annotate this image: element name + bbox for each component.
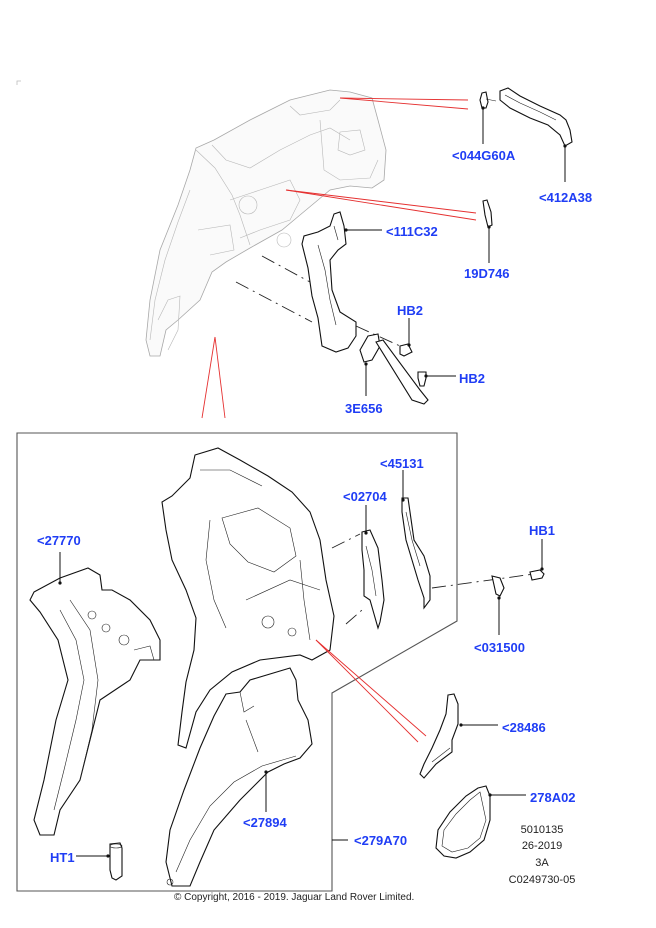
callout-hb1[interactable]: HB1	[529, 523, 556, 538]
corner-mark	[16, 80, 21, 85]
callout-45131[interactable]: <45131	[380, 456, 424, 471]
callout-ht1[interactable]: HT1	[50, 850, 75, 865]
part-27770	[29, 552, 161, 836]
part-3E656	[359, 333, 429, 405]
callout-28486[interactable]: <28486	[502, 720, 546, 735]
callout-line-red	[285, 189, 477, 221]
callout-line-red	[315, 639, 427, 737]
callout-044G60A[interactable]: <044G60A	[452, 148, 516, 163]
reference-revision: 3A	[535, 857, 549, 869]
assembly-line	[345, 609, 363, 625]
callout-line-red	[285, 189, 477, 214]
bolt-hb2-top	[399, 318, 413, 357]
part-111C32	[301, 211, 382, 353]
callout-031500[interactable]: <031500	[474, 640, 525, 655]
assembly-line	[331, 533, 361, 549]
callout-line-red	[339, 97, 469, 101]
callout-line-red	[201, 336, 216, 419]
part-031500	[491, 575, 505, 635]
assembly-line	[261, 255, 311, 283]
assembly-line	[235, 281, 313, 323]
callout-hb2-top[interactable]: HB2	[397, 303, 424, 318]
body-side-ghost-assembly	[145, 89, 387, 357]
reference-date: 26-2019	[521, 840, 563, 852]
copyright-notice: © Copyright, 2016 - 2019. Jaguar Land Ro…	[174, 892, 415, 903]
callout-line-red	[315, 639, 419, 743]
bolt-hb2-side	[417, 371, 456, 387]
callout-02704[interactable]: <02704	[343, 489, 387, 504]
part-ht1	[76, 842, 123, 881]
part-body-side-inner	[161, 447, 335, 749]
part-19D746	[482, 199, 493, 263]
reference-drawing-id: C0249730-05	[508, 874, 576, 886]
bolt-hb1	[529, 539, 545, 581]
callout-19D746[interactable]: 19D746	[464, 266, 510, 281]
callout-111C32[interactable]: <111C32	[386, 224, 438, 239]
part-28486	[419, 693, 498, 779]
callout-line-red	[339, 97, 469, 110]
callout-278A02[interactable]: 278A02	[530, 790, 576, 805]
callout-line-red	[214, 336, 226, 419]
callout-3E656[interactable]: 3E656	[345, 401, 383, 416]
part-45131	[401, 470, 431, 610]
part-27894	[165, 667, 313, 887]
callout-27894[interactable]: <27894	[243, 815, 287, 830]
callout-hb2-side[interactable]: HB2	[459, 371, 486, 386]
part-02704	[361, 505, 385, 630]
assembly-line	[431, 573, 535, 589]
part-412A38	[499, 87, 573, 182]
callout-412A38[interactable]: <412A38	[539, 190, 593, 205]
callout-279A70[interactable]: <279A70	[354, 833, 408, 848]
assembly-line	[355, 325, 401, 347]
callout-27770[interactable]: <27770	[37, 533, 81, 548]
reference-number: 5010135	[520, 824, 564, 836]
part-044G60A	[479, 91, 497, 144]
assembly-frame	[16, 432, 458, 892]
part-278A02	[435, 785, 526, 859]
